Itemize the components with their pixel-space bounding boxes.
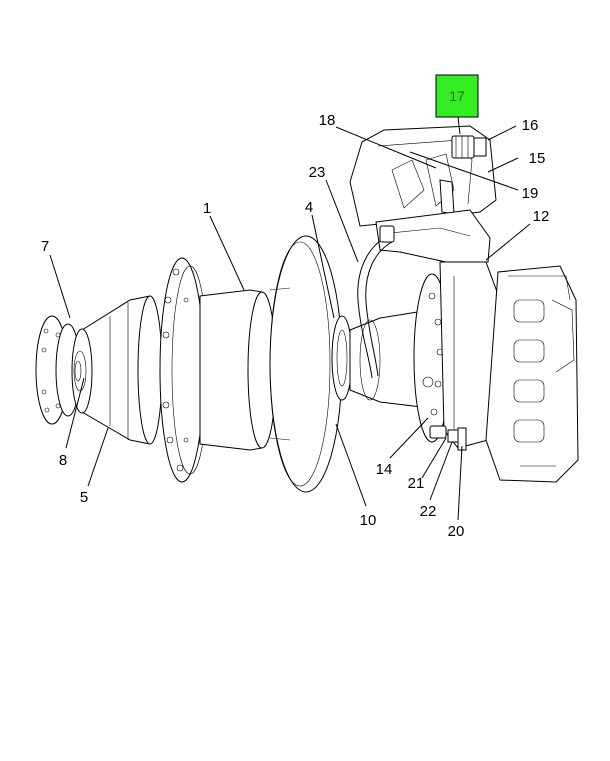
callout-22: 22 bbox=[420, 503, 437, 520]
callout-7: 7 bbox=[41, 238, 49, 255]
highlight-callout-17[interactable]: 17 bbox=[435, 74, 479, 135]
bottom-hardware bbox=[429, 425, 467, 451]
callout-8: 8 bbox=[59, 452, 67, 469]
callout-5: 5 bbox=[80, 489, 88, 506]
callout-23: 23 bbox=[309, 164, 326, 181]
callout-19: 19 bbox=[522, 185, 539, 202]
highlight-label: 17 bbox=[449, 88, 465, 104]
callout-21: 21 bbox=[408, 475, 425, 492]
callout-1: 1 bbox=[203, 200, 211, 217]
spindle bbox=[349, 273, 451, 443]
callout-12: 12 bbox=[533, 208, 550, 225]
callout-20: 20 bbox=[448, 523, 465, 540]
callout-4: 4 bbox=[305, 199, 313, 216]
hub-body bbox=[71, 295, 163, 445]
callout-10: 10 bbox=[360, 512, 377, 529]
highlight-box bbox=[435, 74, 479, 118]
hub-flange bbox=[159, 257, 209, 483]
callout-18: 18 bbox=[319, 112, 336, 129]
callout-15: 15 bbox=[529, 150, 546, 167]
brake-rotor bbox=[269, 235, 343, 493]
callout-16: 16 bbox=[522, 117, 539, 134]
adjuster-bolt bbox=[451, 135, 487, 159]
bracket-arm bbox=[375, 209, 491, 263]
spacer-ring bbox=[331, 315, 353, 401]
callout-labels: 1 4 5 7 8 10 12 14 15 16 18 19 20 21 22 … bbox=[41, 112, 550, 540]
hub-drum bbox=[199, 289, 277, 451]
leader-lines bbox=[49, 125, 531, 521]
brake-caliper bbox=[485, 265, 579, 483]
air-hose bbox=[357, 225, 395, 379]
callout-14: 14 bbox=[376, 461, 393, 478]
